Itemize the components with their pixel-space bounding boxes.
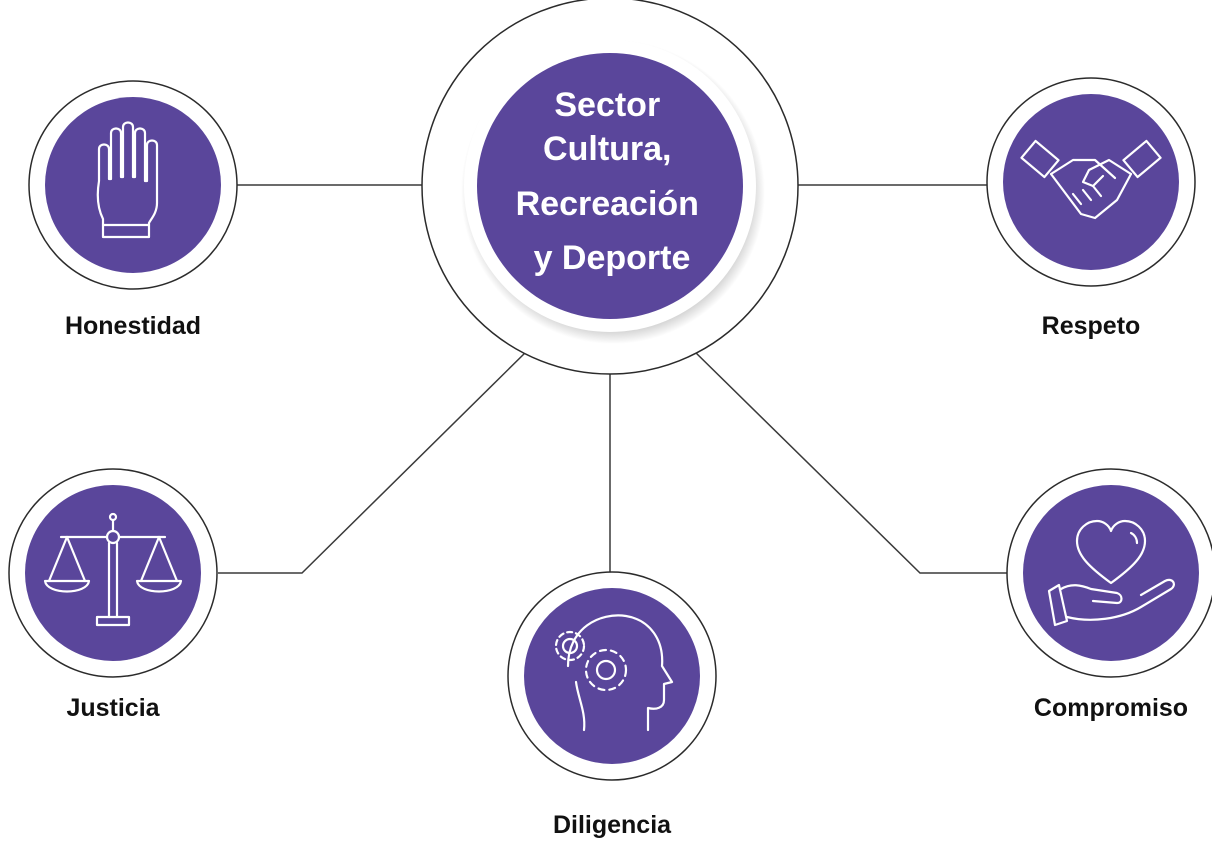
center-title: Sector Cultura, Recreación y Deporte [516,86,709,277]
honestidad-label: Honestidad [65,312,201,340]
value-node-diligencia: Diligencia [507,571,717,839]
honestidad-disc [45,97,221,273]
value-node-justicia: Justicia [8,468,218,722]
center-line-4: y Deporte [534,239,691,277]
justicia-label: Justicia [66,694,160,722]
connector-compromiso [692,349,1012,574]
respeto-label: Respeto [1042,312,1141,340]
center-node: Sector Cultura, Recreación y Deporte [421,0,799,375]
center-line-3: Recreación [516,185,699,223]
compromiso-label: Compromiso [1034,694,1188,722]
value-node-honestidad: Honestidad [28,80,238,340]
justicia-disc [25,485,201,661]
value-node-compromiso: Compromiso [1006,468,1212,722]
balance-scale-icon [43,512,183,627]
center-purple-disc [477,53,743,319]
head-gears-icon [554,614,674,732]
diligencia-label: Diligencia [553,811,672,839]
connector-justicia [218,349,529,574]
heart-in-hand-icon [1047,519,1175,627]
raised-hand-icon [96,121,159,239]
respeto-disc [1003,94,1179,270]
value-node-respeto: Respeto [986,77,1196,340]
center-line-1: Sector [554,86,660,124]
handshake-icon [1020,139,1162,220]
compromiso-disc [1023,485,1199,661]
center-line-2: Cultura, [543,130,671,168]
